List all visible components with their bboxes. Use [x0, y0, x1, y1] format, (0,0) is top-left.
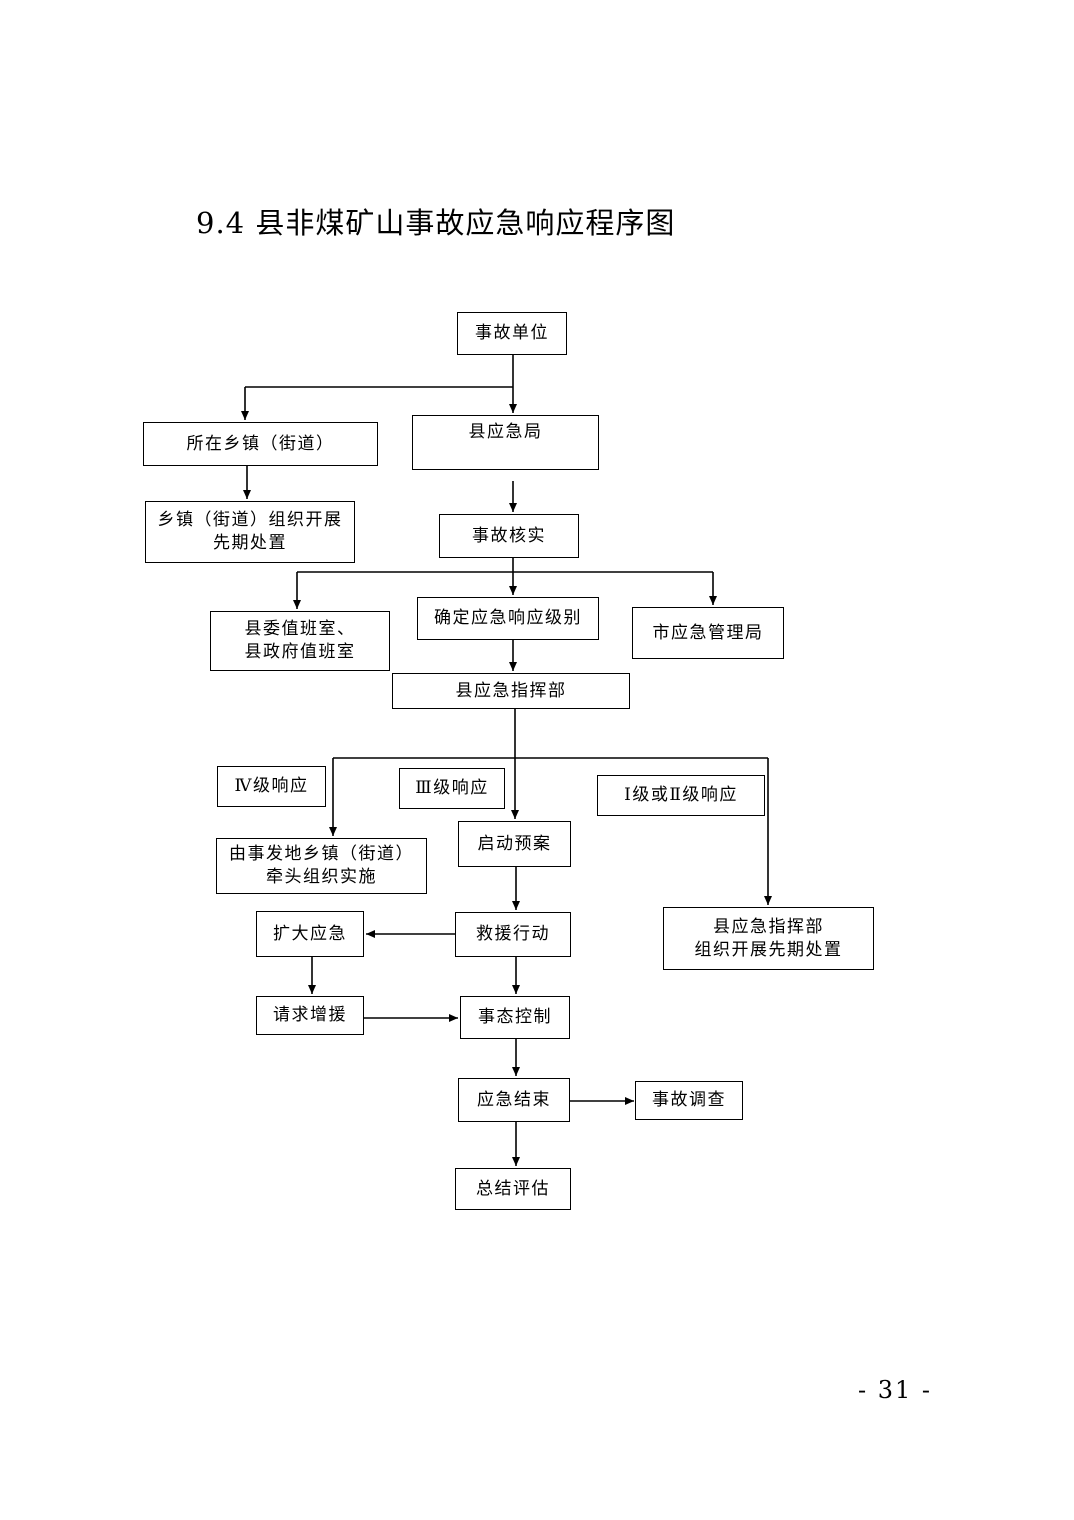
- node-level-3-response: Ⅲ级响应: [399, 768, 505, 809]
- page-number: - 31 -: [858, 1376, 933, 1404]
- node-summary-evaluation: 总结评估: [455, 1168, 571, 1210]
- node-township-initial-response: 乡镇（街道）组织开展 先期处置: [145, 501, 355, 563]
- node-accident-verification: 事故核实: [439, 514, 579, 558]
- node-determine-response-level: 确定应急响应级别: [417, 597, 599, 640]
- node-rescue-action: 救援行动: [455, 912, 571, 957]
- node-request-reinforcement: 请求增援: [256, 996, 364, 1035]
- node-expand-emergency: 扩大应急: [256, 911, 364, 957]
- node-activate-plan: 启动预案: [458, 821, 571, 867]
- node-county-command: 县应急指挥部: [392, 673, 630, 709]
- node-accident-unit: 事故单位: [457, 312, 567, 355]
- node-county-duty-offices: 县委值班室、 县政府值班室: [210, 611, 390, 671]
- node-emergency-end: 应急结束: [458, 1078, 570, 1122]
- node-county-emergency-bureau: 县应急局: [412, 415, 599, 470]
- node-level-1-2-response: Ⅰ级或Ⅱ级响应: [597, 775, 765, 816]
- node-command-initial-response: 县应急指挥部 组织开展先期处置: [663, 907, 874, 970]
- node-situation-control: 事态控制: [460, 996, 570, 1039]
- node-accident-investigation: 事故调查: [635, 1081, 743, 1120]
- node-township: 所在乡镇（街道）: [143, 422, 378, 466]
- node-level-4-response: Ⅳ级响应: [217, 766, 326, 807]
- node-city-emergency-bureau: 市应急管理局: [632, 607, 784, 659]
- node-township-lead-implementation: 由事发地乡镇（街道） 牵头组织实施: [216, 838, 427, 894]
- page-title: 9.4 县非煤矿山事故应急响应程序图: [196, 206, 676, 240]
